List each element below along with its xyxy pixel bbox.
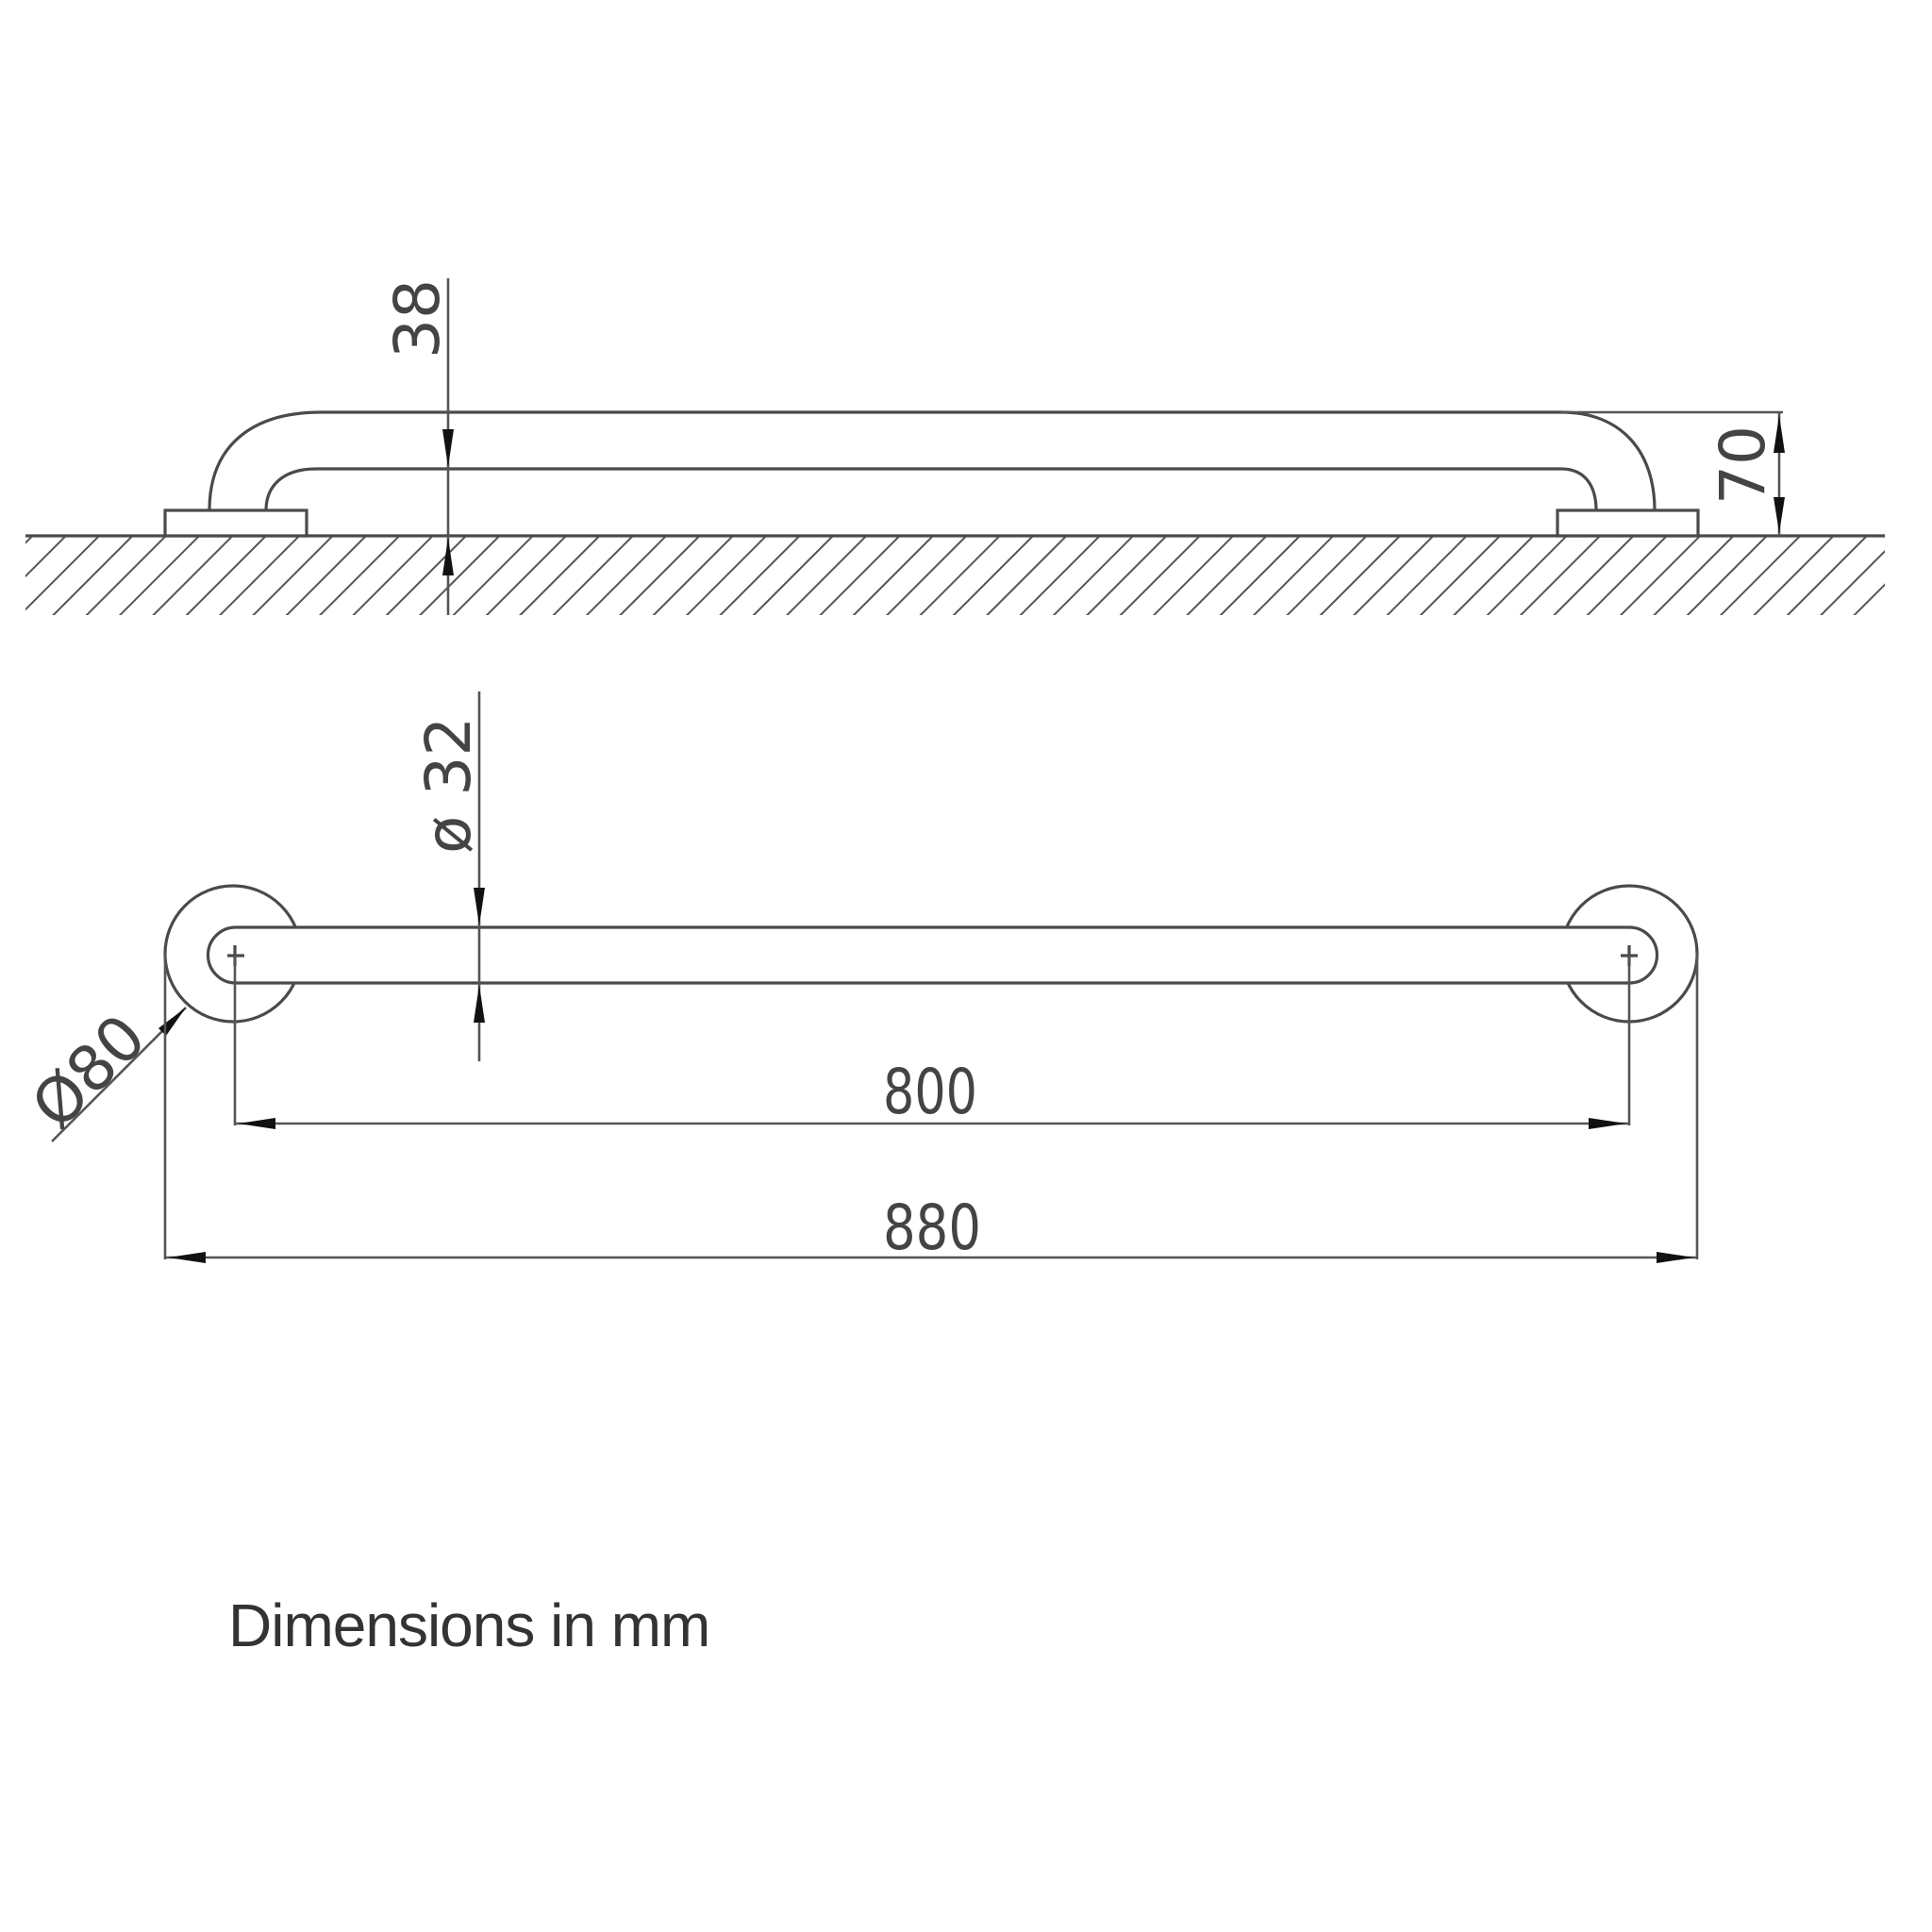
dim-80-arrow — [158, 1008, 186, 1036]
units-caption: Dimensions in mm — [228, 1591, 710, 1659]
dim-70-arrow-top — [1774, 415, 1785, 453]
dim-32-label: ø 32 — [412, 717, 485, 854]
side-view: 70 38 — [25, 278, 1885, 615]
right-mounting-plate — [1556, 508, 1700, 538]
dim-880-label: 880 — [883, 1191, 981, 1264]
dim-800-arrow-right — [1589, 1118, 1626, 1129]
left-mounting-plate — [163, 508, 308, 538]
dim-800-label: 800 — [883, 1056, 977, 1128]
dim-80-label: Ø80 — [18, 1001, 160, 1143]
wall-hatch — [25, 536, 1885, 615]
bar-body — [206, 925, 1659, 985]
dim-800-arrow-left — [238, 1118, 275, 1129]
dim-70-label: 70 — [1707, 425, 1779, 505]
dim-880-arrow-left — [168, 1252, 206, 1263]
dim-38-arrow-bottom — [442, 538, 454, 575]
bar-outer-contour — [208, 410, 1657, 511]
dim-32-arrow-bottom — [474, 985, 485, 1023]
top-view: ø 32 Ø80 800 880 — [18, 691, 1699, 1264]
dim-38-arrow-top — [442, 429, 454, 467]
dim-880-arrow-right — [1657, 1252, 1694, 1263]
dim-32-arrow-top — [474, 888, 485, 925]
dim-38-label: 38 — [381, 279, 454, 358]
bar-inner-contour — [264, 467, 1598, 511]
dim-70-arrow-bottom — [1774, 497, 1785, 533]
